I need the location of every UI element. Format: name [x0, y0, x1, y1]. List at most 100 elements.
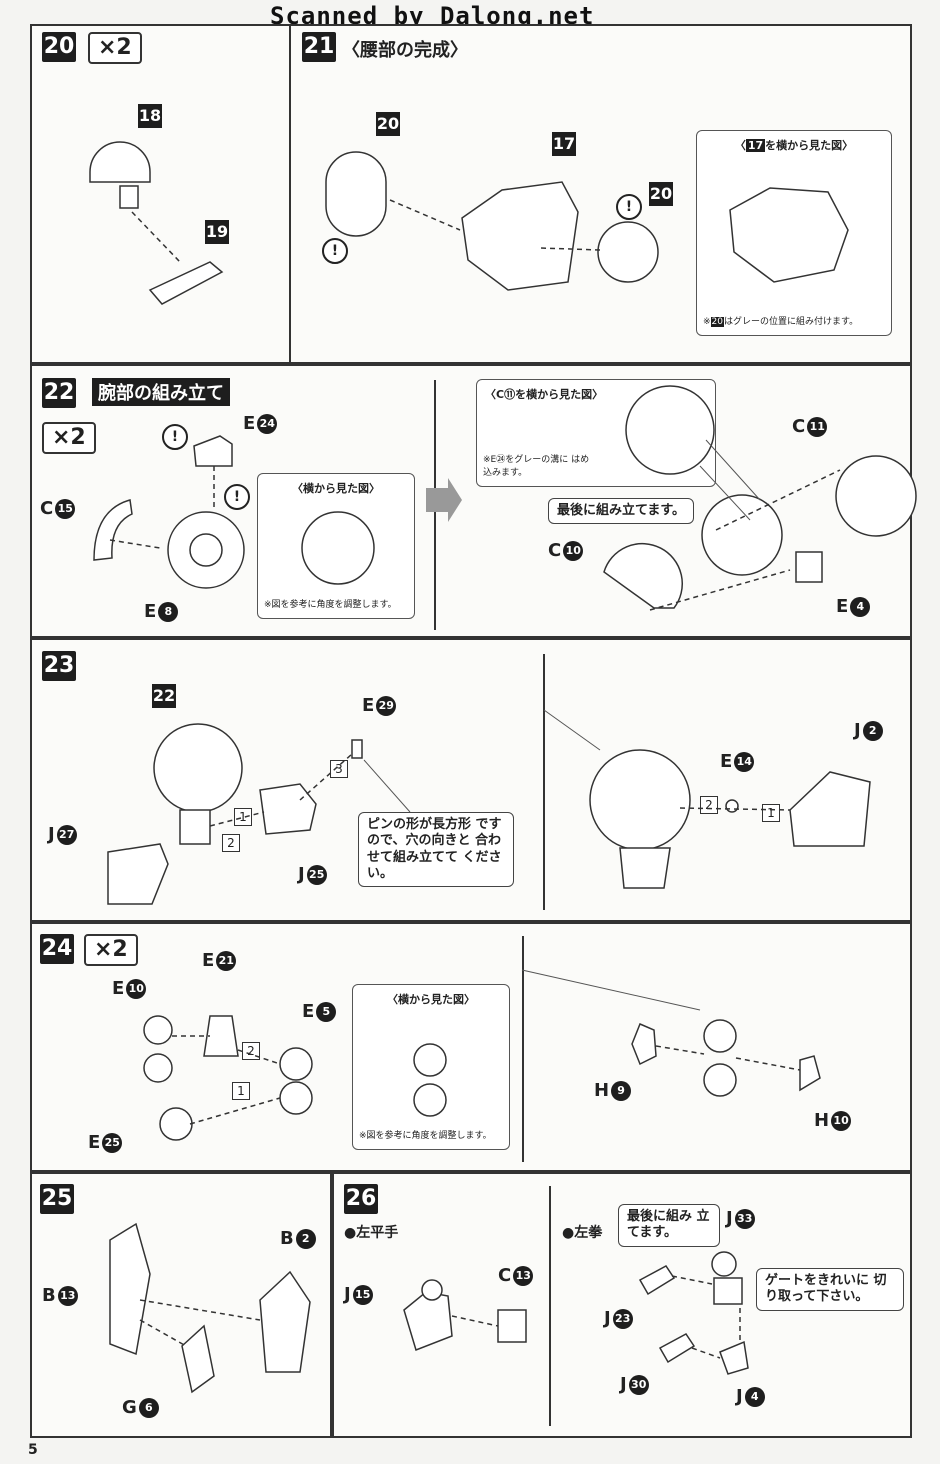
- part-tag-22: 22: [152, 684, 176, 708]
- times-badge: ×2: [84, 934, 138, 966]
- part-e5-drawing: [279, 1047, 313, 1081]
- step-number-24: 24: [40, 934, 74, 964]
- part-17-drawing: [461, 181, 579, 291]
- assembly-dashed-line: [679, 807, 791, 811]
- sequence-marker-2: 2: [700, 796, 718, 814]
- caution-icon: !: [224, 484, 250, 510]
- step-number-25: 25: [40, 1184, 74, 1214]
- sequence-marker-2: 2: [222, 834, 240, 852]
- sequence-marker-1: 1: [232, 1082, 250, 1100]
- part-e29-drawing: [351, 739, 363, 759]
- assembly-dashed-line: [715, 469, 841, 531]
- assembly-dashed-line: [209, 811, 265, 827]
- part-j33-drawing: [711, 1251, 737, 1277]
- part-h10-drawing: [799, 1055, 821, 1092]
- part-e4-drawing: [795, 551, 823, 583]
- part-tag-20: 20: [376, 112, 400, 136]
- part-c15-drawing: [93, 499, 133, 561]
- page-number: 5: [28, 1442, 38, 1458]
- divider: [549, 1186, 551, 1426]
- callout-leader: [363, 759, 411, 813]
- panel-step-22: [30, 364, 912, 638]
- step-number-20: 20: [42, 32, 76, 62]
- assembly-dashed-line: [299, 753, 353, 801]
- part-22-drawing: [153, 723, 243, 813]
- part-tag-18: 18: [138, 104, 162, 128]
- step-number-21: 21: [302, 32, 336, 62]
- pin-shape-callout: ピンの形が長方形 ですので、穴の向きと 合わせて組み立てて ください。: [358, 812, 514, 887]
- part-j25-drawing: [259, 783, 317, 835]
- part-j27-drawing: [107, 843, 169, 905]
- subtitle-left-fist: ●左拳: [562, 1225, 603, 1241]
- assembly-dashed-line: [139, 1319, 187, 1347]
- divider: [543, 654, 545, 910]
- part-j2-drawing: [789, 771, 871, 847]
- part-j30-drawing: [658, 1333, 696, 1364]
- part-tag-19: 19: [205, 220, 229, 244]
- part-j23-drawing: [638, 1265, 676, 1296]
- assembly-dashed-line: [237, 1049, 281, 1065]
- assembly-dashed-line: [139, 1299, 261, 1321]
- assembly-dashed-line: [735, 1057, 801, 1071]
- step-number-22: 22: [42, 378, 76, 408]
- part-assembly-24-drawing: [703, 1019, 737, 1053]
- caution-icon: !: [616, 194, 642, 220]
- part-b2-drawing: [259, 1270, 311, 1373]
- part-side-view-drawing: [301, 511, 375, 585]
- assembly-dashed-line: [189, 1097, 281, 1125]
- callout-leader: [521, 969, 701, 1011]
- sequence-marker-1: 1: [762, 804, 780, 822]
- assemble-last-callout: 最後に組み立てます。: [548, 498, 695, 525]
- assembly-dashed-line: [389, 199, 461, 231]
- part-h9-drawing: [631, 1023, 657, 1066]
- part-upper-arm-drawing: [589, 749, 691, 851]
- part-18-drawing: [89, 141, 151, 183]
- part-20-drawing: [325, 151, 387, 237]
- gate-cleanup-callout: ゲートをきれいに 切り取って下さい。: [756, 1268, 904, 1311]
- part-20b-drawing: [597, 221, 659, 283]
- caution-icon: !: [322, 238, 348, 264]
- divider: [289, 26, 291, 362]
- part-tag-17: 17: [552, 132, 576, 156]
- part-side-view-drawing: [413, 1043, 447, 1077]
- part-j4-drawing: [719, 1340, 749, 1375]
- part-j15-drawing: [403, 1291, 453, 1351]
- part-e21-drawing: [203, 1015, 239, 1057]
- assembly-dashed-line: [539, 247, 601, 251]
- assembly-dashed-line: [451, 1315, 499, 1327]
- part-e25-drawing: [159, 1107, 193, 1141]
- proceed-arrow: [426, 478, 462, 522]
- part-c11-side-drawing: [625, 385, 715, 475]
- step-title-waist: 〈腰部の完成〉: [342, 40, 468, 61]
- subtitle-left-flat-hand: ●左平手: [344, 1225, 399, 1241]
- divider: [522, 936, 524, 1162]
- part-e24-drawing: [193, 435, 233, 467]
- assembly-dashed-line: [131, 211, 181, 263]
- part-c10-drawing: [603, 542, 684, 609]
- assemble-last-callout: 最後に組み 立てます。: [618, 1204, 720, 1247]
- step-title-arm: 腕部の組み立て: [92, 378, 230, 406]
- assembly-dashed-line: [649, 569, 791, 611]
- assembly-dashed-line: [109, 539, 161, 549]
